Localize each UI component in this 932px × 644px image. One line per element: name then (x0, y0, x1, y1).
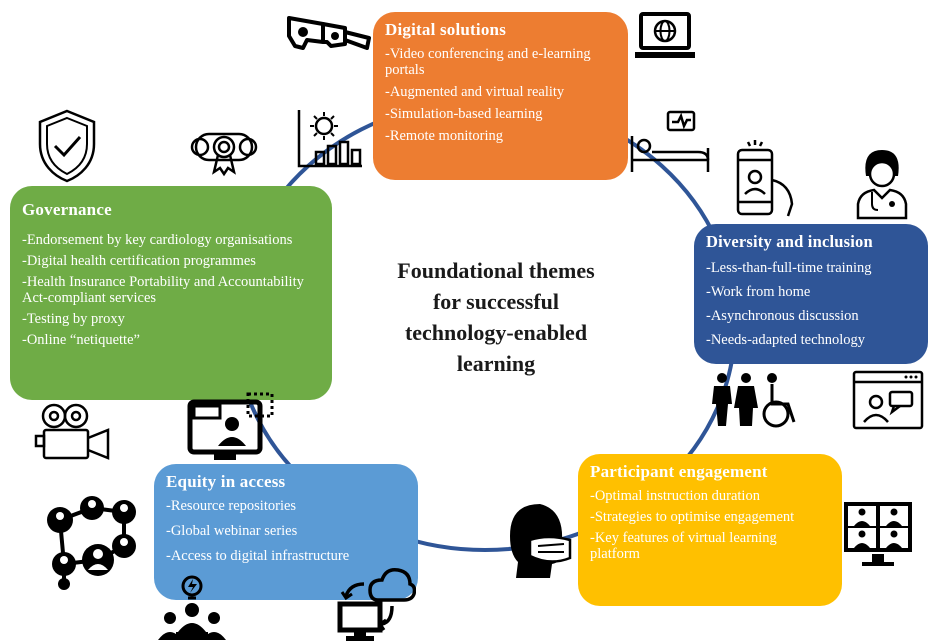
list-item: -Augmented and virtual reality (385, 84, 565, 100)
equity-access-box: Equity in access -Resource repositories … (154, 464, 418, 600)
list-item: -Asynchronous discussion (706, 308, 859, 324)
list-item: -Global webinar series (166, 523, 298, 539)
list-item: -Resource repositories (166, 498, 297, 514)
certificate-icon (190, 132, 258, 177)
governance-title: Governance (22, 200, 112, 219)
webinar-screen-icon (187, 392, 274, 460)
list-item: -Less-than-full-time training (706, 260, 872, 276)
governance-box: Governance -Endorsement by key cardiolog… (10, 186, 332, 400)
list-item: -Key features of virtual learning platfo… (590, 530, 777, 562)
phone-doctor-icon (736, 140, 794, 217)
video-chat-window-icon (852, 370, 924, 430)
list-item: -Online “netiquette” (22, 332, 140, 348)
idea-group-icon (158, 575, 226, 640)
diversity-inclusion-box: Diversity and inclusion -Less-than-full-… (694, 224, 928, 364)
list-item: -Video conferencing and e-learning porta… (385, 46, 591, 78)
central-title: Foundational themes for successful techn… (397, 258, 595, 376)
doctor-icon (856, 150, 908, 220)
shield-check-icon (38, 109, 96, 183)
list-item: -Digital health certification programmes (22, 253, 256, 269)
list-item: -Testing by proxy (22, 311, 125, 327)
masked-person-icon (510, 504, 572, 578)
equity-access-title: Equity in access (166, 472, 286, 491)
vr-glasses-icon (287, 16, 371, 50)
digital-solutions-title: Digital solutions (385, 20, 507, 39)
list-item: -Endorsement by key cardiology organisat… (22, 232, 293, 248)
participant-engagement-title: Participant engagement (590, 462, 768, 481)
video-grid-icon (844, 502, 912, 566)
list-item: -Optimal instruction duration (590, 488, 760, 504)
cloud-sync-icon (337, 567, 416, 641)
list-item: -Simulation-based learning (385, 106, 543, 122)
list-item: -Strategies to optimise engagement (590, 509, 795, 525)
video-camera-icon (34, 403, 110, 460)
patient-monitor-icon (630, 110, 710, 172)
list-item: -Remote monitoring (385, 128, 503, 144)
digital-solutions-box: Digital solutions -Video conferencing an… (373, 12, 628, 180)
virus-chart-icon (297, 110, 362, 168)
diversity-inclusion-title: Diversity and inclusion (706, 232, 873, 251)
list-item: -Access to digital infrastructure (166, 548, 350, 564)
network-people-icon (47, 496, 136, 590)
list-item: -Health Insurance Portability and Accoun… (22, 274, 304, 306)
list-item: -Work from home (706, 284, 811, 300)
people-diversity-icon (712, 373, 796, 428)
laptop-globe-icon (635, 12, 695, 58)
list-item: -Needs-adapted technology (706, 332, 866, 348)
participant-engagement-box: Participant engagement -Optimal instruct… (578, 454, 842, 606)
